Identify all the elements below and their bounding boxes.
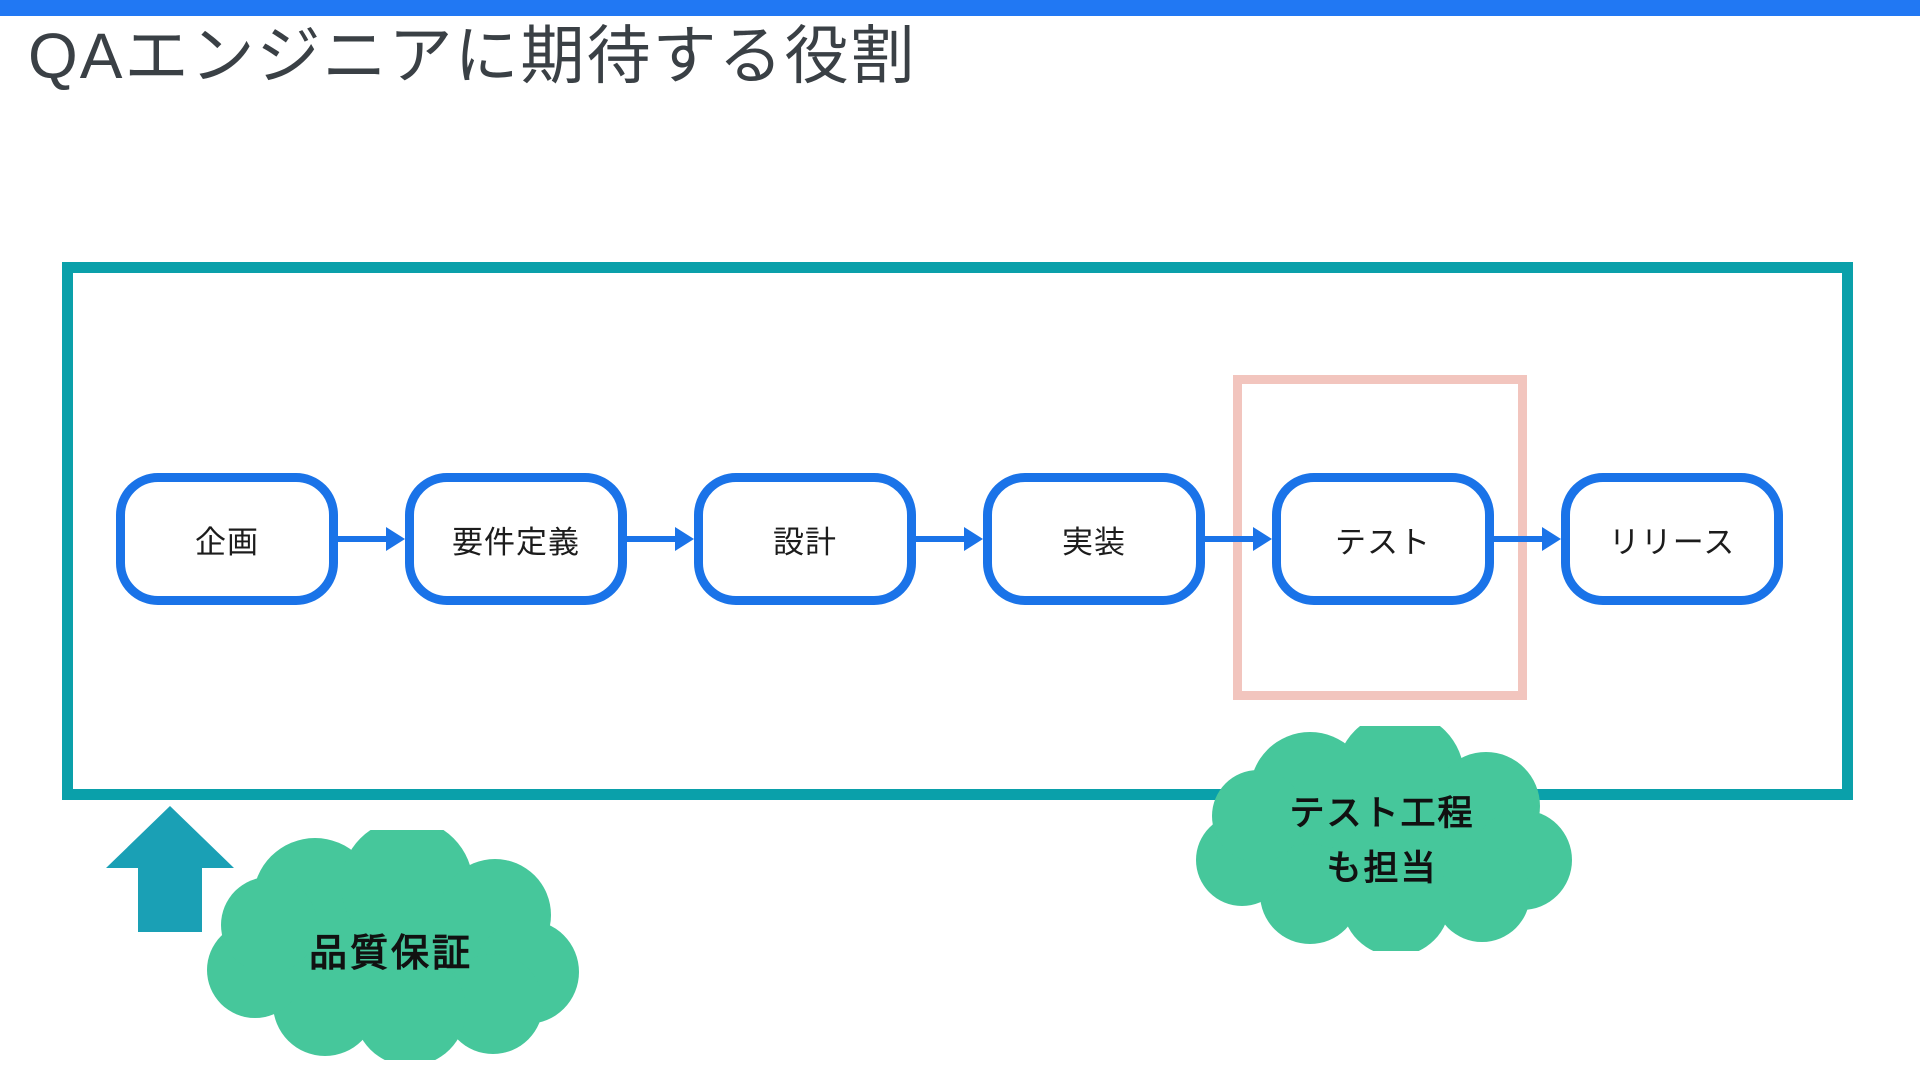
flow-stage-box: 企画 [116,473,338,605]
test-cloud-line2: も担当 [1326,849,1438,888]
flow-stage-label: 設計 [773,524,837,560]
flow-arrow-icon [1205,527,1272,551]
flow-stage-label: 要件定義 [452,524,580,560]
flow-stage-label: 企画 [195,524,259,560]
flow-arrow-icon [627,527,694,551]
test-cloud-label: テスト工程 も担当 [1186,786,1578,896]
flow-stage-label: テスト [1335,524,1431,560]
flow-stage-box: 要件定義 [405,473,627,605]
slide-title: QAエンジニアに期待する役割 [28,20,917,92]
flow-stage-box: テスト [1272,473,1494,605]
top-accent-bar [0,0,1920,16]
up-block-arrow-icon [106,806,234,932]
flow-stage-box: リリース [1561,473,1783,605]
qa-cloud-label: 品質保証 [308,933,473,975]
flow-arrow-icon [916,527,983,551]
flow-arrow-icon [338,527,405,551]
qa-cloud-shape [207,830,579,1060]
flow-stage-label: リリース [1608,524,1736,560]
flow-arrow-icon [1494,527,1561,551]
flow-stage-label: 実装 [1062,524,1126,560]
flow-stage-box: 実装 [983,473,1205,605]
test-cloud-shape [1196,726,1572,951]
flow-stage-box: 設計 [694,473,916,605]
test-cloud-line1: テスト工程 [1289,794,1475,833]
